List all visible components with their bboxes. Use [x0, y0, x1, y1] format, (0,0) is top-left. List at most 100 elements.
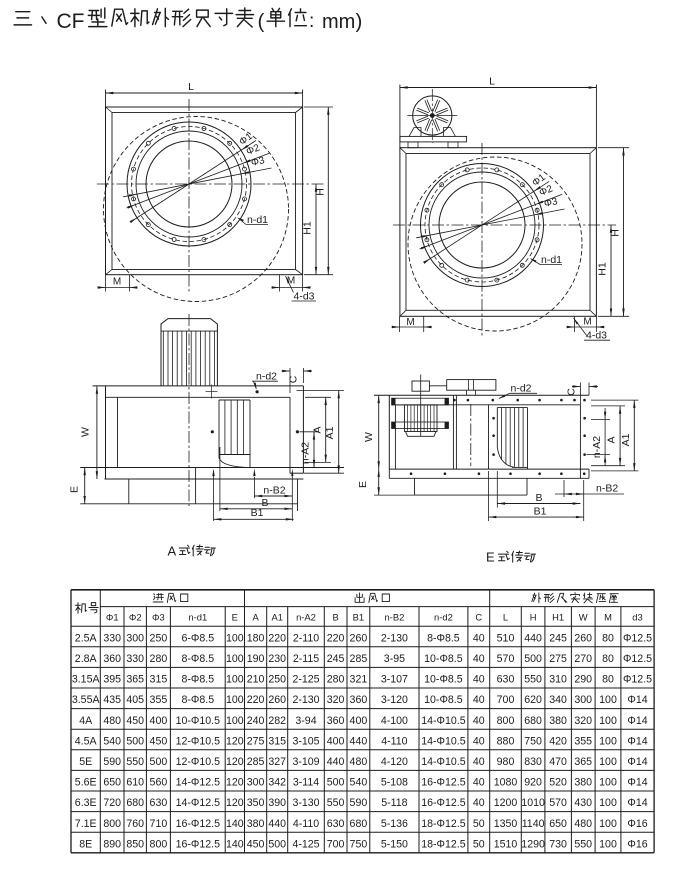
svg-text:1140: 1140: [522, 818, 545, 830]
svg-text:Φ1: Φ1: [106, 611, 119, 622]
svg-text:800: 800: [497, 715, 515, 727]
svg-text:10-Φ8.5: 10-Φ8.5: [424, 653, 463, 665]
svg-text:120: 120: [226, 777, 244, 789]
svg-text:342: 342: [268, 777, 286, 789]
svg-text:n-d1: n-d1: [541, 254, 562, 266]
svg-text:285: 285: [247, 756, 265, 768]
svg-text:100: 100: [599, 756, 617, 768]
svg-text:7.1E: 7.1E: [75, 818, 97, 830]
svg-text:40: 40: [473, 653, 485, 665]
svg-text:Φ3: Φ3: [543, 196, 559, 210]
svg-text:890: 890: [103, 838, 121, 850]
svg-text:360: 360: [350, 694, 368, 706]
svg-text:480: 480: [574, 818, 592, 830]
svg-text:3-109: 3-109: [292, 756, 319, 768]
svg-text:300: 300: [126, 632, 144, 644]
svg-text:80: 80: [602, 632, 614, 644]
svg-text:285: 285: [350, 653, 368, 665]
svg-text:18-Φ12.5: 18-Φ12.5: [421, 818, 465, 830]
svg-text:A1: A1: [620, 433, 632, 446]
svg-text:2-110: 2-110: [293, 632, 319, 644]
svg-text:5-108: 5-108: [381, 777, 408, 789]
svg-text:730: 730: [549, 838, 567, 850]
svg-text:120: 120: [226, 756, 244, 768]
svg-text:Φ14: Φ14: [627, 756, 647, 768]
svg-text:450: 450: [247, 838, 265, 850]
svg-text:3-120: 3-120: [381, 694, 408, 706]
svg-text:220: 220: [327, 632, 345, 644]
svg-text:4-110: 4-110: [293, 818, 319, 830]
svg-text:650: 650: [103, 777, 121, 789]
svg-text:3-105: 3-105: [292, 735, 319, 747]
svg-text:A: A: [606, 436, 618, 443]
svg-text:CF: CF: [57, 10, 85, 33]
svg-text:630: 630: [497, 674, 515, 686]
svg-text:18-Φ12.5: 18-Φ12.5: [421, 838, 465, 850]
svg-text:440: 440: [268, 818, 286, 830]
svg-text:620: 620: [524, 694, 542, 706]
svg-text:100: 100: [599, 777, 617, 789]
svg-text:14-Φ12.5: 14-Φ12.5: [176, 777, 220, 789]
svg-text:680: 680: [350, 818, 368, 830]
svg-text:H: H: [610, 229, 622, 237]
svg-text:Φ14: Φ14: [627, 694, 647, 706]
svg-text:260: 260: [574, 632, 592, 644]
svg-text:A: A: [252, 611, 259, 622]
svg-text:560: 560: [150, 777, 168, 789]
svg-text:H1: H1: [552, 611, 564, 622]
svg-text:680: 680: [524, 715, 542, 727]
svg-text:80: 80: [602, 653, 614, 665]
svg-text:L: L: [503, 611, 508, 622]
svg-text:245: 245: [549, 632, 567, 644]
svg-text:3-95: 3-95: [384, 653, 405, 665]
svg-text:W: W: [80, 427, 92, 437]
svg-text:4-d3: 4-d3: [294, 291, 315, 303]
svg-text:220: 220: [247, 694, 265, 706]
svg-text:405: 405: [126, 694, 144, 706]
svg-text:A: A: [311, 426, 323, 433]
svg-text:Φ12.5: Φ12.5: [623, 653, 652, 665]
svg-text:H: H: [315, 188, 327, 196]
svg-text:380: 380: [549, 715, 567, 727]
svg-text:C: C: [288, 375, 300, 383]
svg-text:610: 610: [126, 777, 144, 789]
svg-text:8E: 8E: [79, 838, 92, 850]
svg-text:440: 440: [524, 632, 542, 644]
svg-text:340: 340: [549, 694, 567, 706]
svg-text:Φ14: Φ14: [627, 777, 647, 789]
svg-text:250: 250: [268, 674, 286, 686]
svg-text:330: 330: [103, 632, 121, 644]
svg-text:14-Φ12.5: 14-Φ12.5: [176, 797, 220, 809]
svg-text:700: 700: [497, 694, 515, 706]
svg-text:275: 275: [247, 735, 265, 747]
svg-text:8-Φ8.5: 8-Φ8.5: [427, 632, 460, 644]
svg-text:480: 480: [350, 756, 368, 768]
svg-text:630: 630: [150, 797, 168, 809]
svg-text:400: 400: [150, 715, 168, 727]
svg-text:1080: 1080: [494, 777, 518, 789]
svg-text:470: 470: [549, 756, 567, 768]
svg-text:100: 100: [226, 632, 244, 644]
svg-text:L: L: [188, 81, 194, 93]
svg-text:440: 440: [327, 756, 345, 768]
svg-text:n-A2: n-A2: [296, 611, 316, 622]
svg-text:100: 100: [226, 694, 244, 706]
svg-text:B1: B1: [251, 507, 264, 519]
svg-text:(: (: [258, 10, 265, 33]
svg-text:100: 100: [599, 797, 617, 809]
svg-text:3.55A: 3.55A: [72, 694, 101, 706]
svg-text:550: 550: [524, 674, 542, 686]
svg-text:540: 540: [350, 777, 368, 789]
svg-text:630: 630: [327, 818, 345, 830]
svg-text:): ): [356, 10, 363, 33]
svg-text:2.8A: 2.8A: [75, 653, 98, 665]
svg-text:40: 40: [473, 632, 485, 644]
svg-text:2-130: 2-130: [381, 632, 408, 644]
svg-text:850: 850: [126, 838, 144, 850]
svg-text:500: 500: [268, 838, 286, 850]
svg-text:1350: 1350: [494, 818, 518, 830]
svg-text:590: 590: [350, 797, 368, 809]
svg-text:n-B2: n-B2: [263, 485, 285, 497]
svg-text:14-Φ10.5: 14-Φ10.5: [421, 756, 465, 768]
svg-text:140: 140: [226, 818, 244, 830]
